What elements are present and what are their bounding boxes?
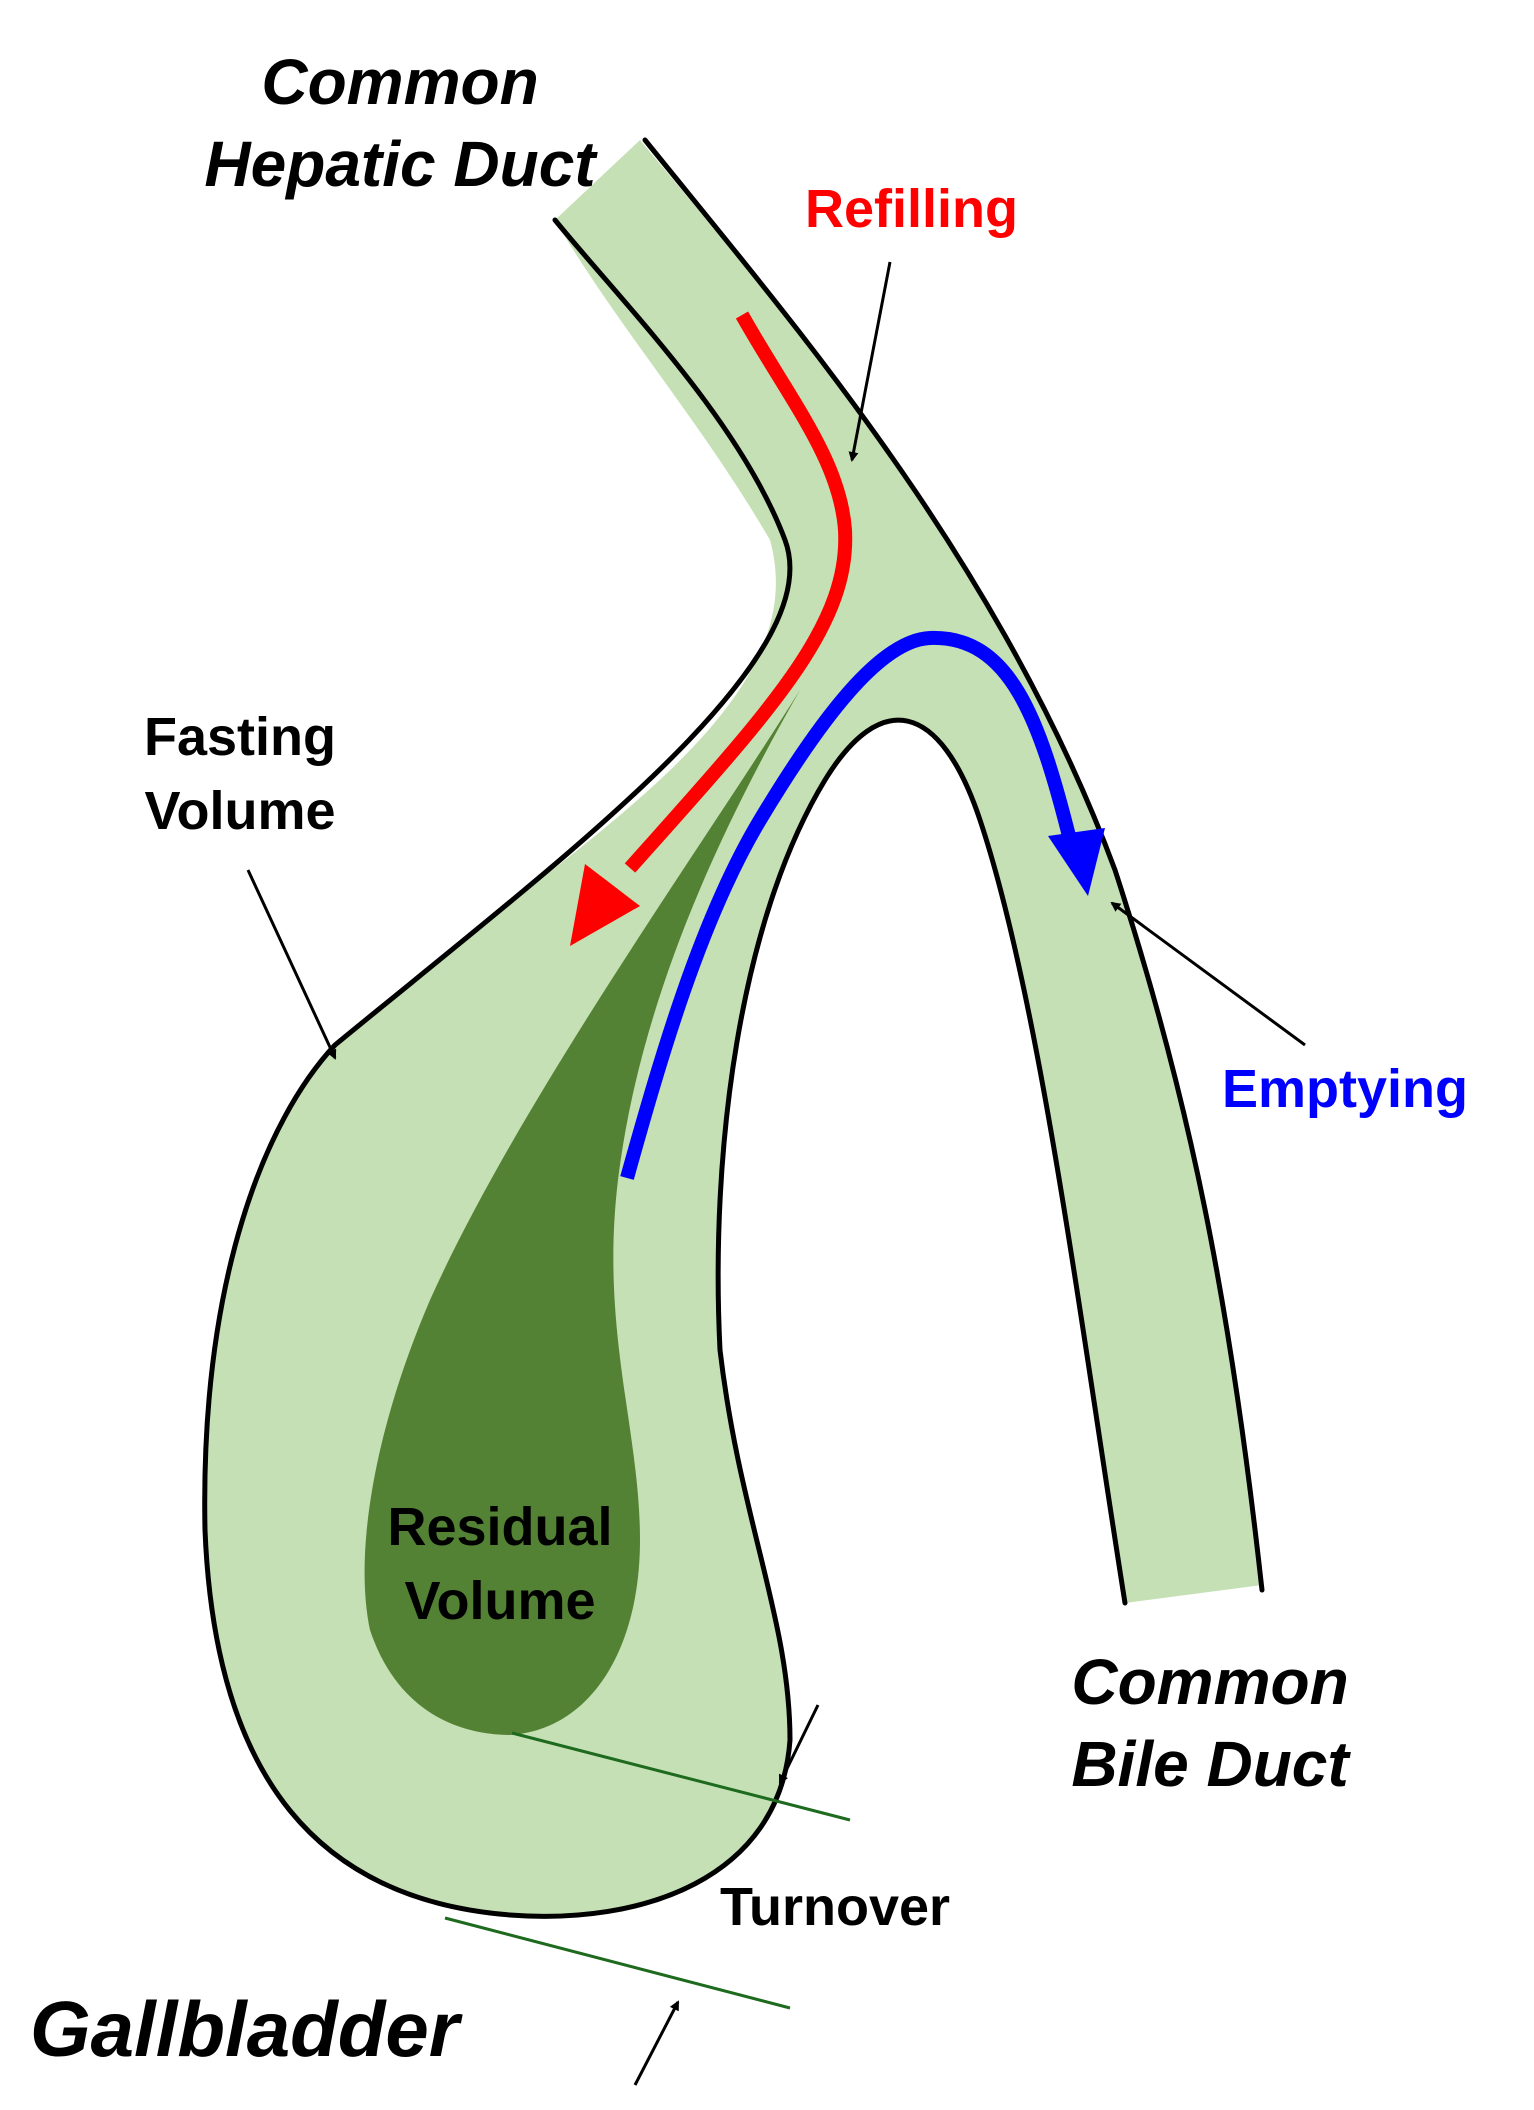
duct-outer-wall bbox=[642, 137, 1265, 1593]
emptying-label: Emptying bbox=[1222, 1059, 1469, 1119]
refilling-arrowhead bbox=[570, 864, 640, 946]
residual-volume-region bbox=[364, 690, 800, 1735]
residual-volume-line-1: Residual bbox=[387, 1497, 613, 1557]
refilling-arrow bbox=[624, 311, 853, 873]
turnover-lower-pointer bbox=[633, 2000, 680, 2086]
common-hepatic-duct-line-1: Common bbox=[261, 46, 539, 118]
common-bile-duct-line-2: Bile Duct bbox=[1071, 1728, 1349, 1800]
refilling-pointer bbox=[848, 261, 892, 462]
fasting-volume-line-2: Volume bbox=[144, 781, 336, 841]
turnover-label: Turnover bbox=[720, 1877, 951, 1937]
emptying-arrow bbox=[620, 630, 1077, 1180]
refilling-label: Refilling bbox=[805, 179, 1018, 239]
fasting-volume-label: Fasting Volume bbox=[110, 710, 370, 838]
residual-volume-line-2: Volume bbox=[404, 1571, 596, 1631]
fasting-volume-pointer bbox=[246, 869, 337, 1060]
emptying-arrowhead bbox=[1048, 828, 1105, 896]
turnover-line-fasting bbox=[444, 1916, 791, 2010]
common-hepatic-duct-label: Common Hepatic Duct bbox=[180, 50, 620, 196]
fasting-volume-line-1: Fasting bbox=[143, 707, 336, 767]
common-bile-duct-label: Common Bile Duct bbox=[1040, 1650, 1380, 1796]
common-hepatic-duct-line-2: Hepatic Duct bbox=[204, 128, 596, 200]
turnover-line-residual bbox=[511, 1731, 851, 1822]
residual-volume-label: Residual Volume bbox=[360, 1500, 640, 1628]
turnover-upper-pointer bbox=[778, 1704, 820, 1785]
emptying-pointer bbox=[1110, 901, 1306, 1047]
gallbladder-outer-wall bbox=[202, 217, 1128, 1919]
gallbladder-label: Gallbladder bbox=[30, 1985, 460, 2073]
common-bile-duct-line-1: Common bbox=[1071, 1646, 1349, 1718]
